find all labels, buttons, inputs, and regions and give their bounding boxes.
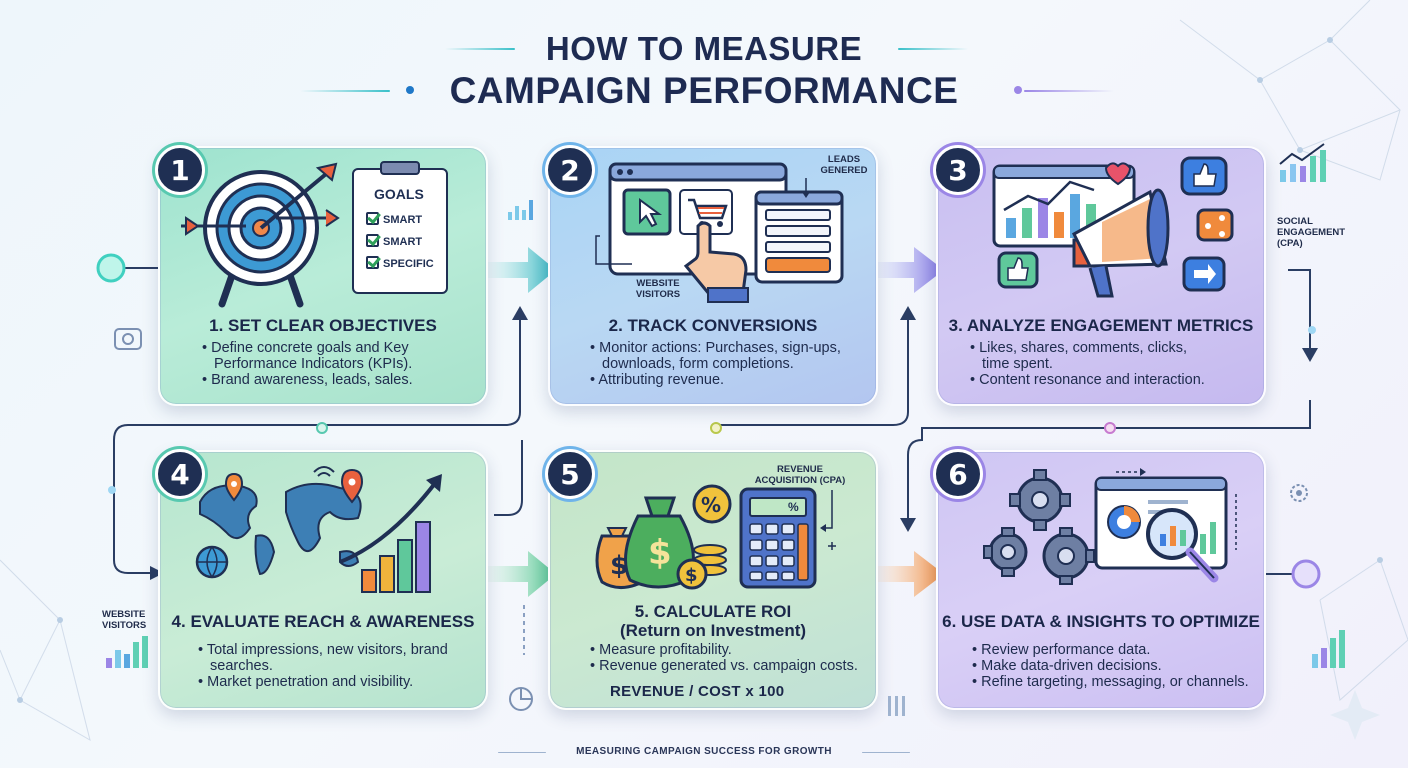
revenue-acquisition-label: REVENUE ACQUISITION (CPA) xyxy=(754,464,846,486)
svg-text:$: $ xyxy=(685,565,698,586)
target-arrow-icon xyxy=(181,162,340,308)
checkbox-icon xyxy=(366,212,379,225)
gears-icon xyxy=(983,469,1095,585)
title-decor-line-left2 xyxy=(300,90,390,92)
svg-text:$: $ xyxy=(610,551,628,581)
step-5-bullets: Measure profitability. Revenue generated… xyxy=(590,642,876,674)
website-visitors-side-label: WEBSITE VISITORS xyxy=(102,609,147,631)
goal-check-row: SMART xyxy=(366,234,422,248)
bullet-item: Total impressions, new visitors, brand s… xyxy=(198,642,448,674)
bullet-item: Content resonance and interaction. xyxy=(970,372,1256,388)
conversion-browser-icon xyxy=(608,162,788,303)
social-bubble-icons xyxy=(1180,156,1234,292)
pie-outline-icon xyxy=(509,687,533,711)
step-3-bullets: Likes, shares, comments, clicks, time sp… xyxy=(970,340,1256,388)
engagement-megaphone-icon xyxy=(992,162,1170,298)
dashboard-magnifier-icon xyxy=(1094,468,1237,583)
conversion-pointer-lines xyxy=(595,178,810,265)
bullet-item: Monitor actions: Purchases, sign-ups, do… xyxy=(590,340,876,372)
step-6-bullets: Review performance data. Make data-drive… xyxy=(972,642,1258,690)
calculator-icon xyxy=(739,487,817,589)
svg-text:$: $ xyxy=(648,533,672,573)
website-visitors-label: WEBSITE VISITORS xyxy=(635,278,681,300)
title-decor-line-right2 xyxy=(1024,90,1114,92)
step-3-badge: 3 xyxy=(933,145,983,195)
step-1-badge: 1 xyxy=(155,145,205,195)
gear-outline-icon xyxy=(1290,484,1308,502)
step-2-badge: 2 xyxy=(545,145,595,195)
checkbox-icon xyxy=(366,234,379,247)
step-4-title: 4. EVALUATE REACH & AWARENESS xyxy=(171,612,475,631)
social-engagement-label: SOCIAL ENGAGEMENT (CPA) xyxy=(1277,216,1346,249)
visitors-bar-chart-icon xyxy=(106,636,148,668)
checkbox-icon xyxy=(366,256,379,269)
goals-clipboard xyxy=(352,168,448,294)
right-bar-chart-icon xyxy=(1312,630,1345,668)
bullet-item: Market penetration and visibility. xyxy=(198,674,484,690)
goal-check-row: SMART xyxy=(366,212,422,226)
title-decor-line-left xyxy=(445,48,515,50)
goals-heading: GOALS xyxy=(374,186,424,202)
like-bubble-icon xyxy=(997,251,1039,289)
step-4-bullets: Total impressions, new visitors, brand s… xyxy=(198,642,484,690)
page-title-line2: CAMPAIGN PERFORMANCE xyxy=(449,70,959,111)
step-1-title: 1. SET CLEAR OBJECTIVES xyxy=(209,316,437,335)
bullet-item: Attributing revenue. xyxy=(590,372,876,388)
title-decor-line-right xyxy=(898,48,968,50)
lead-form-icon xyxy=(754,190,844,284)
bullet-item: Refine targeting, messaging, or channels… xyxy=(972,674,1258,690)
growth-chart-icon xyxy=(1279,143,1326,182)
step-6-badge: 6 xyxy=(933,449,983,499)
step-3-title: 3. ANALYZE ENGAGEMENT METRICS xyxy=(948,316,1254,335)
bullet-item: Measure profitability. xyxy=(590,642,876,658)
title-decor-dots xyxy=(406,86,1022,94)
bullet-item: Likes, shares, comments, clicks, time sp… xyxy=(970,340,1200,372)
bullet-item: Brand awareness, leads, sales. xyxy=(202,372,488,388)
step-1-bullets: Define concrete goals and Key Performanc… xyxy=(202,340,488,388)
step-6-title: 6. USE DATA & INSIGHTS TO OPTIMIZE xyxy=(942,612,1260,631)
footer-decor-line-right xyxy=(862,752,910,753)
footer-tagline: MEASURING CAMPAIGN SUCCESS FOR GROWTH xyxy=(576,746,832,757)
footer-decor-line-left xyxy=(498,752,546,753)
bullet-item: Make data-driven decisions. xyxy=(972,658,1258,674)
step-5-badge: 5 xyxy=(545,449,595,499)
calculator-display: % xyxy=(788,500,799,514)
bullet-item: Review performance data. xyxy=(972,642,1258,658)
step-2-bullets: Monitor actions: Purchases, sign-ups, do… xyxy=(590,340,876,388)
svg-text:%: % xyxy=(701,493,721,517)
bullet-item: Revenue generated vs. campaign costs. xyxy=(590,658,876,674)
leads-generated-label: LEADS GENERED xyxy=(820,154,868,176)
money-bags-icon: $ $ $ % xyxy=(595,484,732,590)
goal-check-row: SPECIFIC xyxy=(366,256,434,270)
page-title-line1: HOW TO MEASURE xyxy=(545,30,863,67)
step-4-badge: 4 xyxy=(155,449,205,499)
camera-icon xyxy=(114,328,142,350)
small-columns-icon xyxy=(888,696,905,716)
world-map-growth-icon xyxy=(195,466,442,593)
clipboard-clip xyxy=(380,161,420,175)
roi-formula: REVENUE / COST x 100 xyxy=(610,683,785,700)
revenue-pointer-line xyxy=(820,490,836,550)
step-5-title-line2: (Return on Investment) xyxy=(619,621,807,640)
step-2-title: 2. TRACK CONVERSIONS xyxy=(608,316,818,335)
mini-bar-chart-icon xyxy=(508,200,533,220)
step-5-title-line1: 5. CALCULATE ROI xyxy=(634,602,792,621)
bullet-item: Define concrete goals and Key Performanc… xyxy=(202,340,488,372)
